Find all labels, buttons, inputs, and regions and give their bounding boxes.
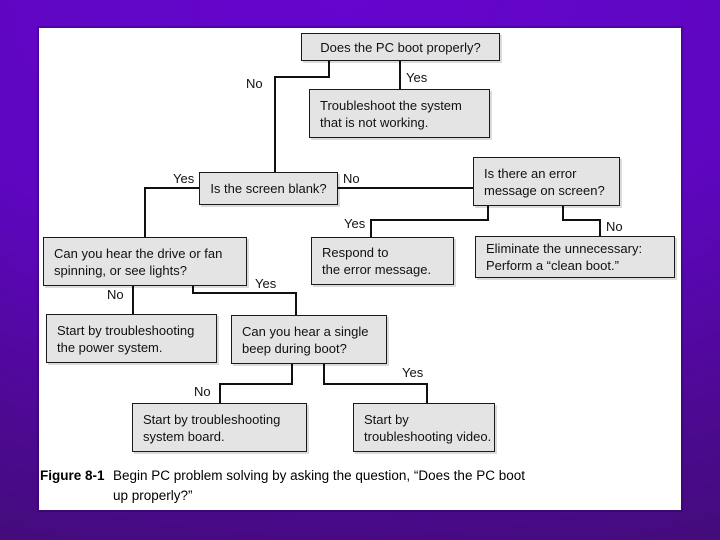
edge-label-root-yes: Yes bbox=[406, 70, 428, 85]
edge-beep-yes-line-v1 bbox=[323, 363, 325, 385]
edge-label-error-no: No bbox=[606, 219, 623, 234]
edge-error-yes-line-v1 bbox=[487, 205, 489, 221]
node-power-system: Start by troubleshooting the power syste… bbox=[46, 314, 217, 363]
edge-error-no-line-v1 bbox=[562, 205, 564, 221]
figure-number: Figure 8-1 bbox=[40, 468, 105, 483]
edge-error-no-line-h bbox=[562, 219, 601, 221]
edge-beep-no-line-v1 bbox=[291, 363, 293, 385]
edge-root-no-line-h bbox=[274, 76, 330, 78]
edge-root-yes-line bbox=[399, 61, 401, 89]
edge-screen-yes-line-h bbox=[144, 187, 199, 189]
edge-label-root-no: No bbox=[246, 76, 263, 91]
edge-beep-yes-line-h bbox=[323, 383, 428, 385]
edge-label-drive-no: No bbox=[107, 287, 124, 302]
edge-drive-yes-line-h bbox=[192, 292, 297, 294]
edge-screen-no-line bbox=[338, 187, 473, 189]
node-single-beep: Can you hear a single beep during boot? bbox=[231, 315, 387, 364]
node-drive-fan: Can you hear the drive or fan spinning, … bbox=[43, 237, 247, 286]
edge-drive-no-line bbox=[132, 285, 134, 314]
edge-error-no-line-v2 bbox=[599, 219, 601, 236]
figure-caption-line2: up properly?” bbox=[113, 488, 193, 503]
edge-screen-yes-line-v bbox=[144, 187, 146, 237]
edge-label-screen-yes: Yes bbox=[173, 171, 195, 186]
figure-caption: Figure 8-1 Begin PC problem solving by a… bbox=[40, 466, 525, 506]
node-does-pc-boot: Does the PC boot properly? bbox=[301, 33, 500, 61]
edge-label-drive-yes: Yes bbox=[255, 276, 277, 291]
edge-label-beep-no: No bbox=[194, 384, 211, 399]
node-video: Start by troubleshooting video. bbox=[353, 403, 495, 452]
edge-root-no-line-v2 bbox=[274, 76, 276, 173]
edge-beep-no-line-h bbox=[219, 383, 293, 385]
figure-caption-line1: Begin PC problem solving by asking the q… bbox=[113, 468, 525, 483]
figure-caption-text: Begin PC problem solving by asking the q… bbox=[113, 466, 525, 506]
node-error-message: Is there an error message on screen? bbox=[473, 157, 620, 206]
edge-root-no-line-v1 bbox=[328, 61, 330, 78]
node-troubleshoot-system: Troubleshoot the system that is not work… bbox=[309, 89, 490, 138]
node-eliminate: Eliminate the unnecessary: Perform a “cl… bbox=[475, 236, 675, 278]
edge-error-yes-line-v2 bbox=[370, 219, 372, 237]
edge-label-error-yes: Yes bbox=[344, 216, 366, 231]
node-screen-blank: Is the screen blank? bbox=[199, 172, 338, 205]
edge-beep-no-line-v2 bbox=[219, 383, 221, 403]
edge-drive-yes-line-v1 bbox=[192, 285, 194, 294]
edge-error-yes-line-h bbox=[370, 219, 489, 221]
node-respond: Respond to the error message. bbox=[311, 237, 454, 285]
edge-label-beep-yes: Yes bbox=[402, 365, 424, 380]
node-system-board: Start by troubleshooting system board. bbox=[132, 403, 307, 452]
edge-label-screen-no: No bbox=[343, 171, 360, 186]
edge-beep-yes-line-v2 bbox=[426, 383, 428, 403]
edge-drive-yes-line-v2 bbox=[295, 292, 297, 315]
